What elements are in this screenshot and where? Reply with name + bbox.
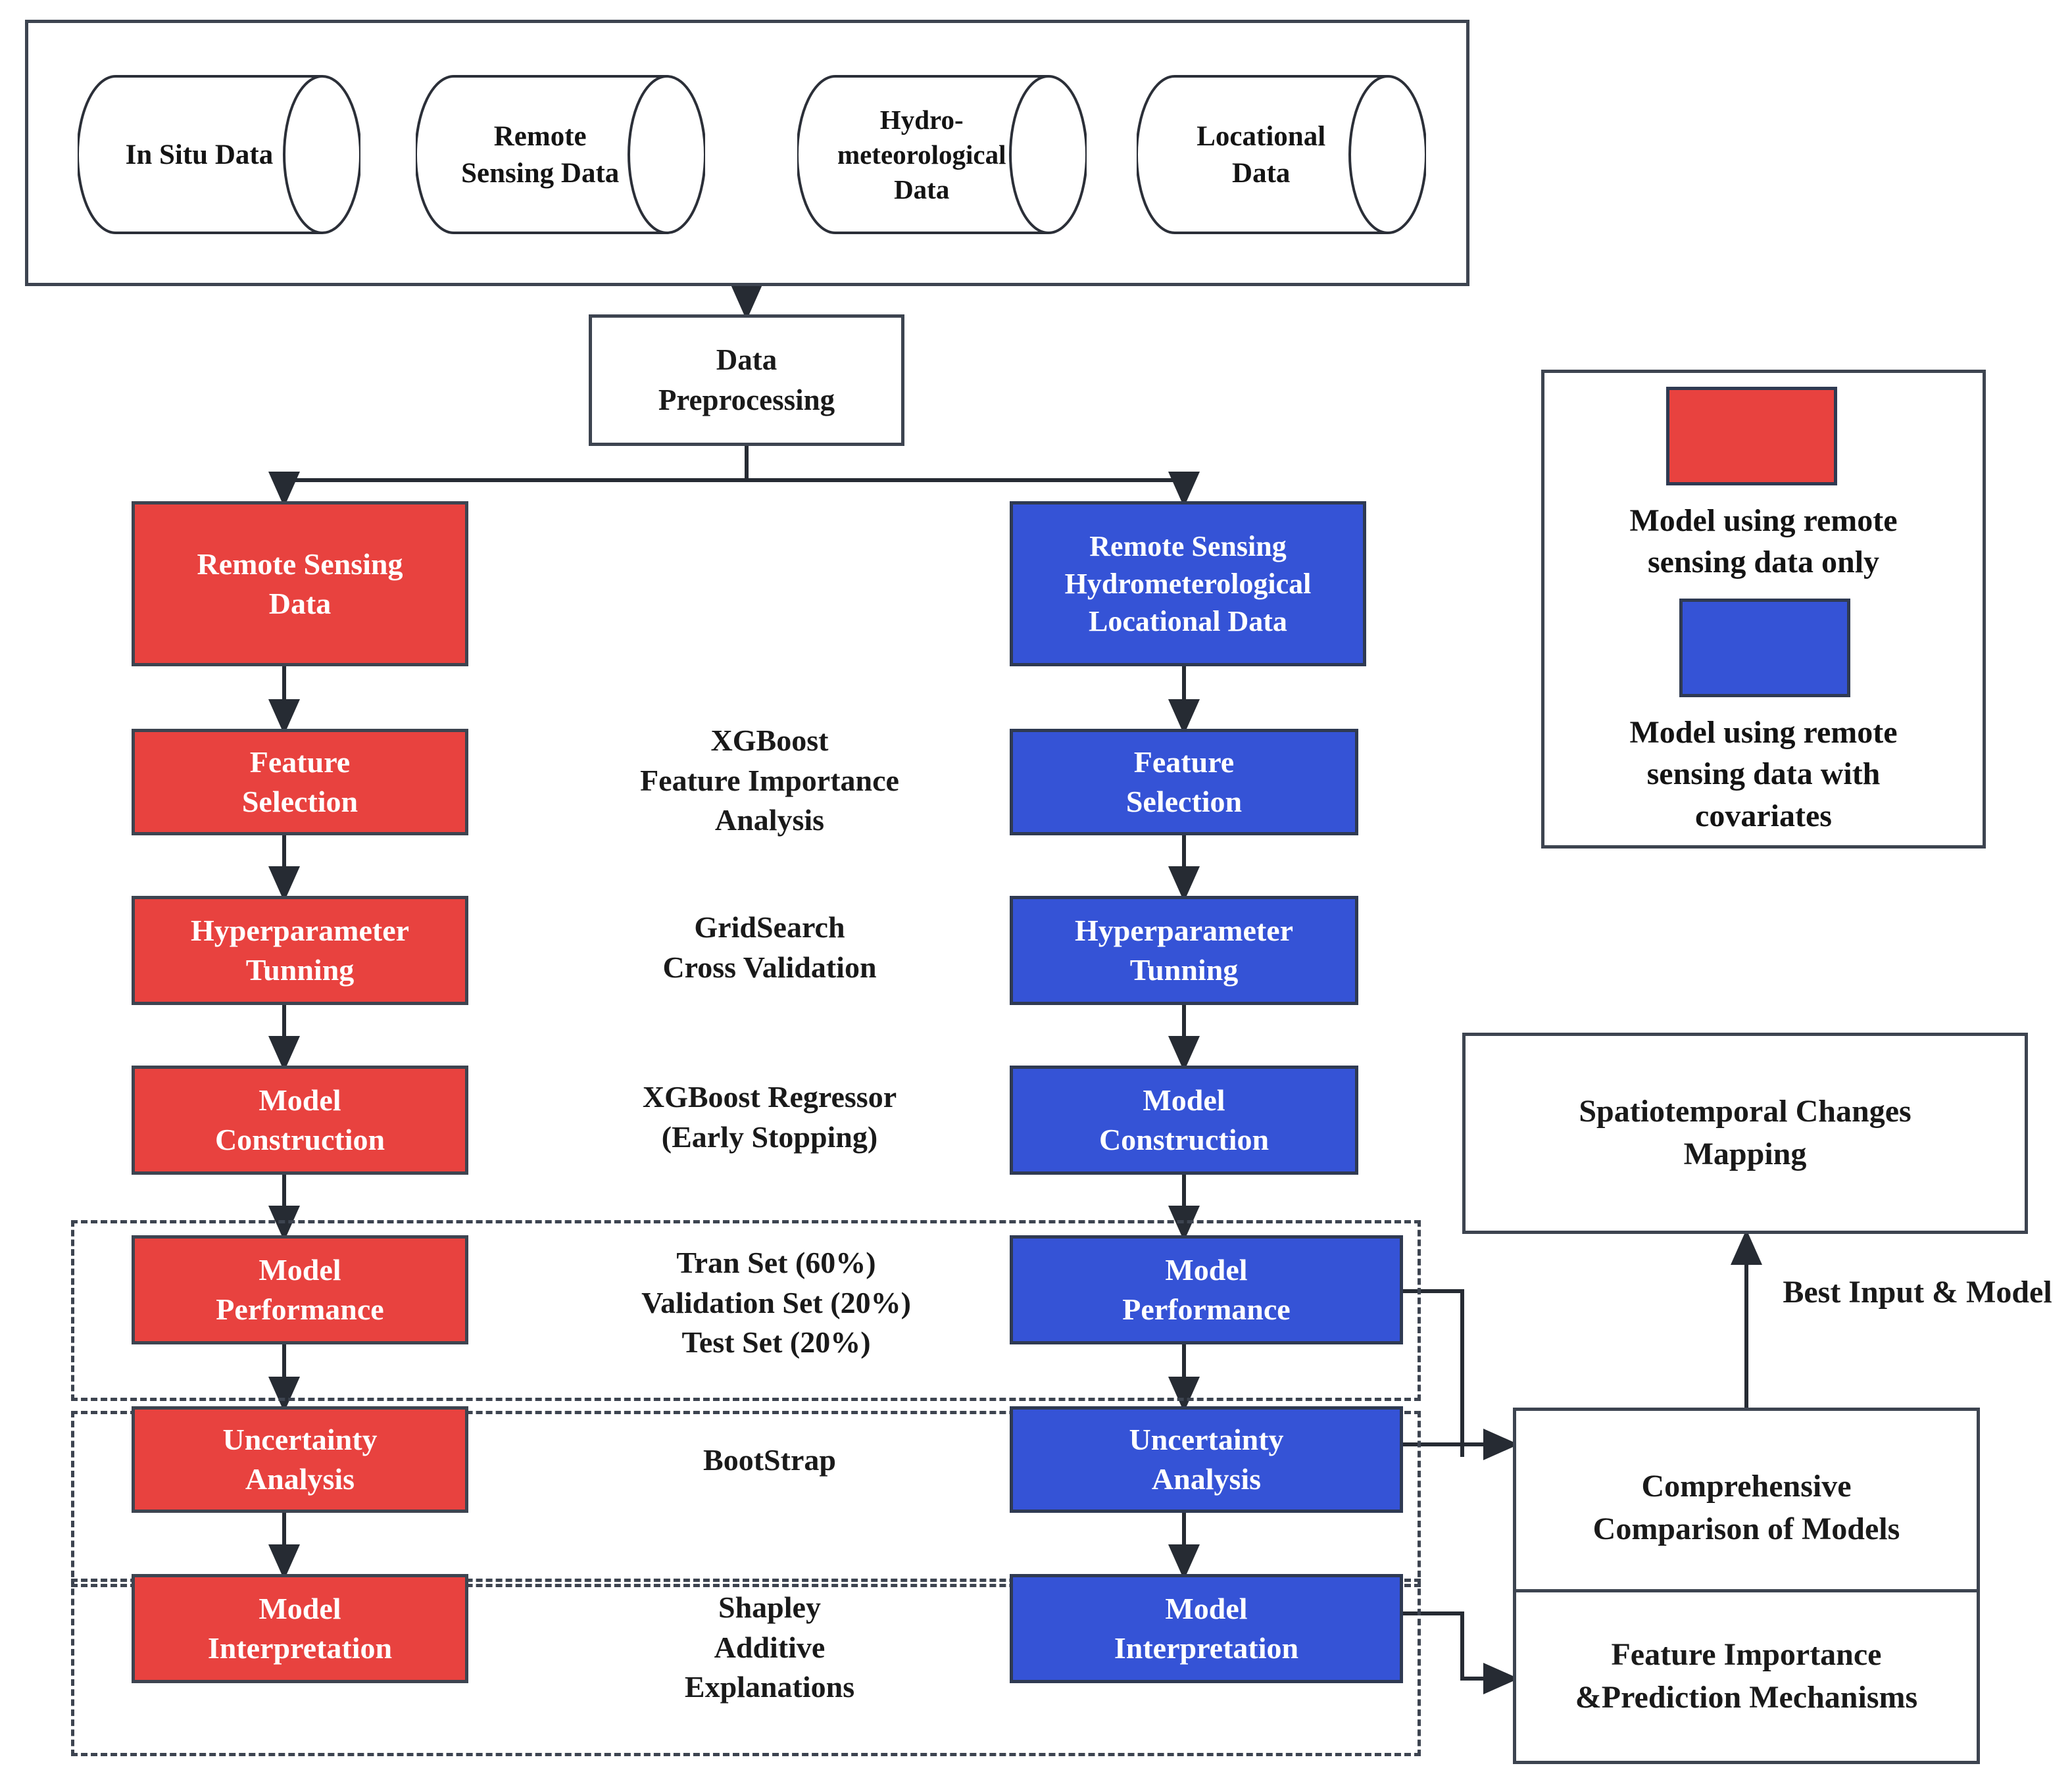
blue-step-model-interpretation[interactable]: Model Interpretation [1010,1574,1403,1683]
blue-step-feature-selection[interactable]: Feature Selection [1010,729,1358,835]
blue-step-model-construction[interactable]: Model Construction [1010,1066,1358,1175]
red-step-feature-selection[interactable]: Feature Selection [132,729,468,835]
blue-step-hyperparameter-tunning[interactable]: Hyperparameter Tunning [1010,896,1358,1005]
data-source-cylinder-locational[interactable]: Locational Data [1137,71,1426,239]
red-step-model-interpretation[interactable]: Model Interpretation [132,1574,468,1683]
annotation-dataset-split: Tran Set (60%) Validation Set (20%) Test… [641,1245,911,1360]
data-source-label: In Situ Data [125,139,274,170]
annotation-xgboost-regressor: XGBoost Regressor (Early Stopping) [642,1080,897,1154]
red-step-remote-sensing-data[interactable]: Remote Sensing Data [132,501,468,666]
data-source-cylinder-hydrometeorological[interactable]: Hydro- meteorological Data [797,71,1087,239]
blue-step-model-performance[interactable]: Model Performance [1010,1235,1403,1344]
blue-step-uncertainty-analysis[interactable]: Uncertainty Analysis [1010,1406,1403,1513]
red-step-model-performance[interactable]: Model Performance [132,1235,468,1344]
legend-swatch-red [1666,387,1837,485]
data-source-label: Hydro- meteorological Data [837,104,1006,205]
data-source-cylinder-remote-sensing[interactable]: Remote Sensing Data [416,71,705,239]
output-feature-importance-prediction-mechanisms[interactable]: Feature Importance &Prediction Mechanism… [1513,1589,1980,1764]
legend-caption-red: Model using remote sensing data only [1629,503,1898,580]
legend-swatch-blue [1679,599,1850,697]
annotation-xgboost-feature-importance: XGBoost Feature Importance Analysis [640,723,899,837]
dashed-group-uncertainty-analysis [71,1411,1421,1587]
annotation-shapley-additive-explanations: Shapley Additive Explanations [684,1590,855,1704]
dashed-group-model-interpretation [71,1579,1421,1756]
annotation-gridsearch-cross-validation: GridSearch Cross Validation [662,910,877,984]
legend-caption-blue: Model using remote sensing data with cov… [1629,715,1898,833]
red-step-model-construction[interactable]: Model Construction [132,1066,468,1175]
blue-step-remote-sensing-hydro-locational-data[interactable]: Remote Sensing Hydrometerological Locati… [1010,501,1366,666]
output-comprehensive-comparison-of-models[interactable]: Comprehensive Comparison of Models [1513,1408,1980,1609]
dashed-group-model-performance [71,1220,1421,1401]
data-source-label: Remote Sensing Data [461,120,620,189]
data-preprocessing-box[interactable]: Data Preprocessing [589,314,904,446]
red-step-hyperparameter-tunning[interactable]: Hyperparameter Tunning [132,896,468,1005]
data-source-cylinder-in-situ[interactable]: In Situ Data [78,71,360,239]
output-spatiotemporal-changes-mapping[interactable]: Spatiotemporal Changes Mapping [1462,1033,2028,1234]
data-source-label: Locational Data [1196,120,1326,189]
annotation-bootstrap: BootStrap [703,1442,836,1477]
red-step-uncertainty-analysis[interactable]: Uncertainty Analysis [132,1406,468,1513]
edge-label-best-input-model: Best Input & Model [1783,1275,2052,1310]
